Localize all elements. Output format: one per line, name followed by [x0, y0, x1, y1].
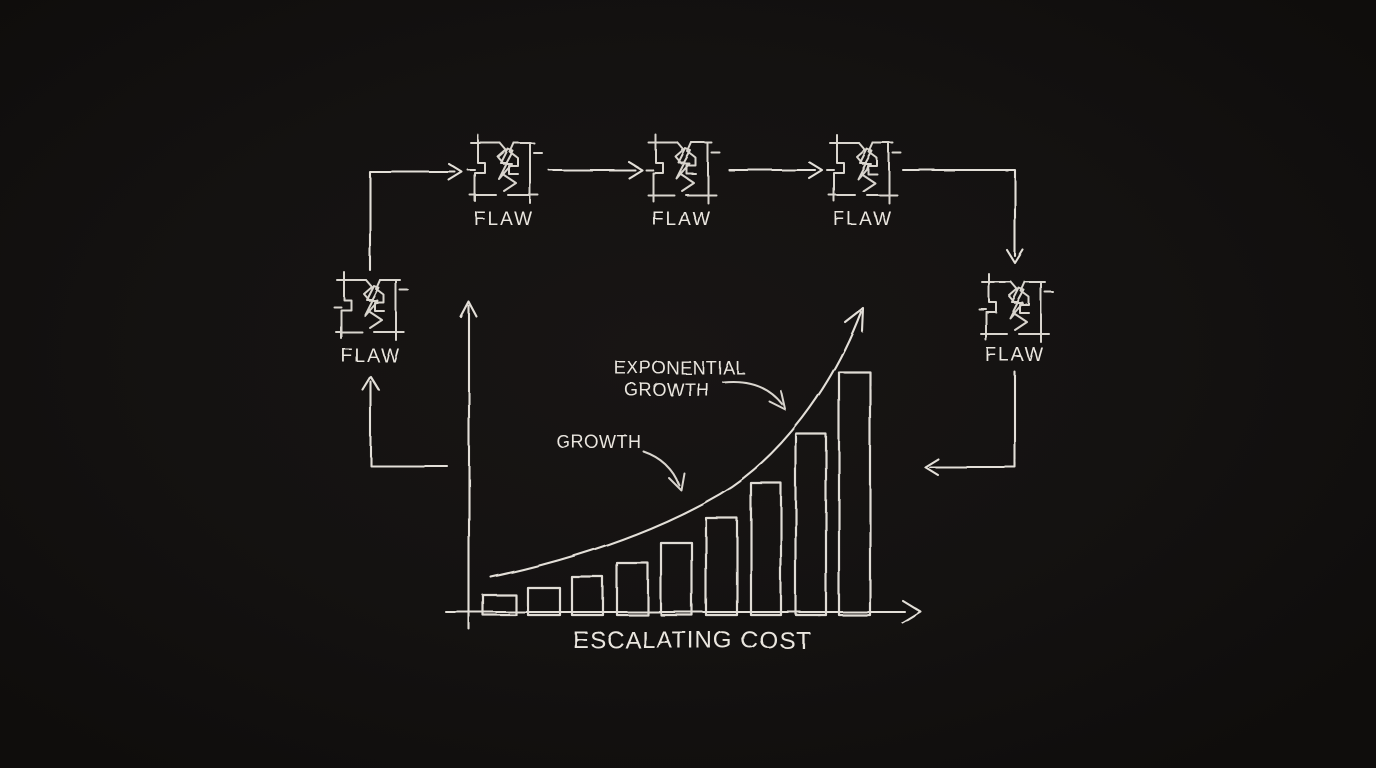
cycle-connectors [361, 160, 1025, 477]
bar [749, 481, 783, 617]
arrowhead-right-3 [807, 160, 824, 180]
connector-top3-to-right [901, 168, 1017, 258]
exponential-annotation-arrowhead [768, 390, 786, 410]
arrowhead-right-1 [447, 162, 464, 182]
flaw-icon [645, 134, 721, 204]
flaw-node-left: FLAW [333, 271, 409, 367]
flaw-node-top-1: FLAW [467, 134, 543, 230]
arrowhead-left [923, 457, 940, 477]
bar [481, 593, 518, 617]
bar [615, 561, 650, 617]
connector-right-to-chart [928, 370, 1017, 469]
bar [794, 432, 828, 617]
exponential-annotation-arrow [722, 380, 783, 405]
flaw-icon [333, 271, 409, 341]
arrowhead-down [1005, 248, 1025, 265]
flaw-label: FLAW [833, 209, 893, 230]
flaw-label: FLAW [985, 345, 1045, 366]
flaw-node-right: FLAW [978, 273, 1054, 366]
growth-annotation-arrow [643, 451, 680, 486]
connector-chart-to-left [369, 380, 449, 468]
flaw-label: FLAW [652, 209, 712, 230]
flaw-node-top-3: FLAW [826, 134, 902, 230]
curve-arrowhead [843, 306, 865, 333]
exponential-curve [489, 310, 863, 579]
bar [570, 575, 605, 617]
bar [526, 586, 562, 617]
cost-chart: EXPONENTIAL GROWTH GROWTH ESCALATING COS… [444, 300, 923, 654]
connector-left-to-top1 [368, 170, 457, 272]
bar-series [481, 370, 872, 617]
flaw-label: FLAW [341, 346, 401, 367]
bar [659, 541, 694, 617]
flaw-node-top-2: FLAW [645, 134, 721, 230]
exponential-growth-label-line1: EXPONENTIAL [614, 358, 746, 378]
bar [704, 516, 739, 617]
flaw-icon [978, 273, 1054, 343]
exponential-growth-label-line2: GROWTH [625, 380, 710, 400]
growth-annotation-arrowhead [668, 472, 685, 491]
x-axis-label: ESCALATING COST [573, 627, 812, 654]
arrowhead-up [361, 375, 381, 392]
x-axis-arrowhead [901, 599, 923, 625]
flaw-icon [826, 134, 902, 204]
flaw-label: FLAW [474, 209, 534, 230]
arrowhead-right-2 [627, 160, 644, 180]
growth-label: GROWTH [557, 432, 642, 452]
flaw-icon [467, 134, 543, 204]
y-axis-arrowhead [459, 300, 479, 319]
bar [837, 370, 872, 617]
